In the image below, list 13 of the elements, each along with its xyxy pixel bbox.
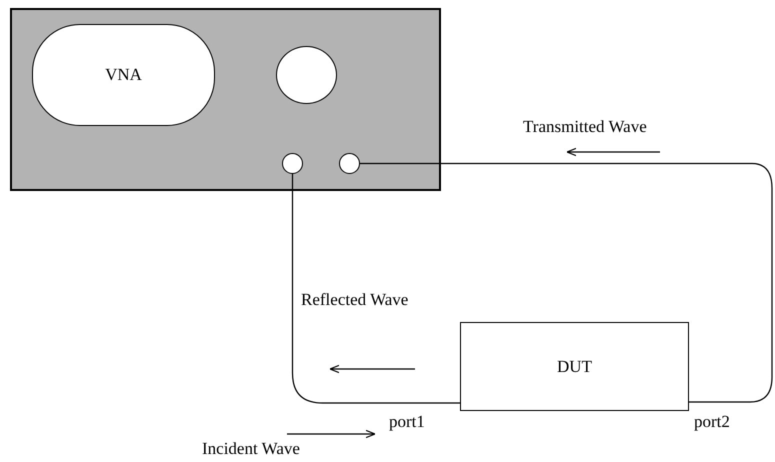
port-label: port1 [389,412,425,432]
cable [292,174,460,404]
cable [360,162,773,403]
wave-label: Reflected Wave [301,290,408,310]
port-connector [282,153,303,174]
port-label: port2 [694,412,730,432]
wave-label: Incident Wave [202,439,300,459]
device-label: VNA [105,65,142,85]
wave-label: Transmitted Wave [523,117,647,137]
device-label: DUT [557,356,592,376]
device-box [460,322,689,411]
port-connector [339,153,360,174]
instrument-panel [10,8,441,191]
